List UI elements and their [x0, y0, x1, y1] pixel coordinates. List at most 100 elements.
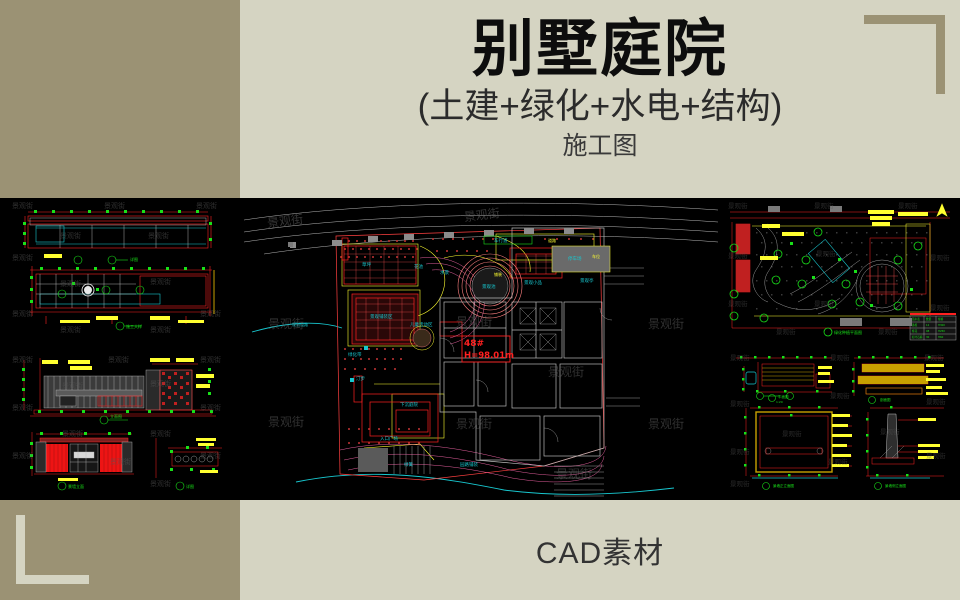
svg-text:景观街: 景观街: [60, 279, 81, 288]
site-plan-drawing: 景观池: [244, 198, 718, 500]
svg-text:H250: H250: [938, 329, 945, 333]
svg-text:儿童活动区: 儿童活动区: [410, 321, 433, 328]
svg-text:水景: 水景: [440, 269, 449, 276]
svg-text:景观街: 景观街: [880, 427, 900, 436]
svg-text:景观街: 景观街: [814, 299, 834, 308]
svg-text:H300: H300: [938, 323, 945, 327]
svg-text:景观街: 景观街: [108, 355, 129, 364]
cad-panel-top-right[interactable]: 绿化种植平面图 乔木常绿灌木: [720, 198, 960, 344]
svg-text:详图: 详图: [186, 483, 194, 489]
svg-text:红叶石楠: 红叶石楠: [912, 335, 923, 339]
cad-panel-bottom-right[interactable]: 平面图 1:20: [720, 346, 960, 500]
svg-text:草坪: 草坪: [362, 261, 371, 268]
svg-text:景观街: 景观街: [728, 201, 748, 210]
svg-text:铺装: 铺装: [494, 271, 502, 277]
svg-text:景观街: 景观街: [150, 379, 171, 388]
svg-text:景观街: 景观街: [930, 303, 950, 312]
svg-text:绿篱: 绿篱: [404, 461, 413, 468]
svg-text:景观街: 景观街: [60, 231, 81, 240]
svg-text:08: 08: [926, 329, 930, 333]
svg-text:景观街: 景观街: [548, 365, 584, 379]
corner-bracket-top-right-icon: [864, 15, 945, 94]
cad-panel-center-site-plan[interactable]: 景观池: [244, 198, 718, 500]
facade-elevation-drawing: 立面图: [0, 346, 242, 500]
svg-text:景观街: 景观街: [730, 353, 750, 362]
svg-text:景观小品: 景观小品: [524, 279, 542, 286]
svg-text:花池: 花池: [414, 263, 423, 270]
plan-label-building-no: 48#: [464, 339, 484, 349]
svg-text:规划道路: 规划道路: [292, 321, 308, 327]
svg-text:道路: 道路: [548, 237, 556, 243]
svg-text:规格: 规格: [938, 317, 944, 321]
svg-text:景观街: 景观街: [200, 451, 221, 460]
svg-text:绿化带: 绿化带: [348, 351, 362, 358]
cad-preview-strip: 施工大样 详图 景观街景观街景观街 景观街景观街景观街 景观街景观街 景观街景观…: [0, 198, 960, 500]
svg-text:景观街: 景观街: [648, 317, 684, 331]
footer-band: CAD素材: [0, 500, 960, 600]
svg-text:景观街: 景观街: [150, 277, 171, 286]
svg-text:景观街: 景观街: [12, 355, 33, 364]
svg-text:景观街: 景观街: [924, 353, 944, 362]
svg-text:景观街: 景观街: [926, 397, 946, 406]
svg-text:景观街: 景观街: [930, 253, 950, 262]
svg-text:H60: H60: [938, 335, 944, 339]
svg-text:景观街: 景观街: [730, 479, 750, 488]
svg-text:景观街: 景观街: [150, 325, 171, 334]
footer-accent-block: [0, 500, 240, 600]
svg-text:施工大样: 施工大样: [126, 323, 142, 329]
svg-text:苗木表: 苗木表: [912, 317, 920, 321]
svg-text:景观街: 景观街: [200, 403, 221, 412]
svg-text:景观街: 景观街: [463, 206, 500, 224]
svg-text:详图: 详图: [130, 256, 138, 262]
svg-text:立面图: 立面图: [110, 413, 122, 419]
svg-text:景观街: 景观街: [878, 327, 898, 336]
svg-text:景观街: 景观街: [12, 451, 33, 460]
svg-text:数量: 数量: [926, 317, 932, 321]
svg-text:绿化种植平面图: 绿化种植平面图: [834, 329, 862, 335]
svg-text:景墙侧立面图: 景墙侧立面图: [885, 483, 906, 488]
svg-text:30: 30: [926, 335, 930, 339]
svg-text:景墙正立面图: 景墙正立面图: [773, 483, 794, 488]
cad-panel-bottom-left[interactable]: 立面图: [0, 346, 242, 500]
svg-text:景观街: 景观街: [730, 399, 750, 408]
svg-text:景观街: 景观街: [556, 467, 592, 481]
svg-text:景观池: 景观池: [482, 283, 496, 290]
svg-text:景观街: 景观街: [456, 417, 492, 431]
svg-text:景观街: 景观街: [12, 201, 33, 210]
svg-text:景观铺装区: 景观铺装区: [370, 313, 393, 320]
cad-panel-top-left[interactable]: 施工大样 详图 景观街景观街景观街 景观街景观街景观街 景观街景观街 景观街景观…: [0, 198, 242, 344]
svg-text:景观街: 景观街: [104, 201, 125, 210]
svg-text:景观街: 景观街: [456, 315, 492, 329]
svg-text:景观街: 景观街: [728, 251, 748, 260]
svg-text:景观街: 景观街: [200, 309, 221, 318]
svg-text:汀步: 汀步: [356, 375, 365, 382]
svg-text:车位: 车位: [592, 253, 600, 259]
svg-text:景观街: 景观街: [62, 429, 83, 438]
svg-text:景观街: 景观街: [728, 299, 748, 308]
svg-text:景观街: 景观街: [730, 447, 750, 456]
page-subtitle: (土建+绿化+水电+结构): [417, 86, 783, 126]
header-band: 别墅庭院 (土建+绿化+水电+结构) 施工图: [0, 0, 960, 198]
svg-text:景观街: 景观街: [782, 429, 802, 438]
svg-text:香樟: 香樟: [912, 323, 918, 327]
svg-text:景观街: 景观街: [898, 201, 918, 210]
svg-text:景墙立面: 景墙立面: [68, 483, 84, 489]
footer-caption-wrap: CAD素材: [240, 500, 960, 600]
svg-text:车行道: 车行道: [494, 237, 508, 244]
svg-text:景观街: 景观街: [830, 391, 850, 400]
svg-text:景观街: 景观街: [828, 457, 848, 466]
svg-text:景观街: 景观街: [196, 201, 217, 210]
header-accent-block: [0, 0, 240, 198]
title-group: 别墅庭院 (土建+绿化+水电+结构) 施工图: [240, 0, 960, 198]
svg-text:下沉庭院: 下沉庭院: [400, 401, 418, 408]
page-title: 别墅庭院: [471, 12, 728, 85]
page-subtitle-secondary: 施工图: [562, 132, 638, 161]
svg-text:景观街: 景观街: [12, 253, 33, 262]
svg-text:景观街: 景观街: [266, 212, 303, 230]
svg-text:景观街: 景观街: [830, 353, 850, 362]
svg-text:停车场: 停车场: [568, 255, 582, 262]
svg-text:景观街: 景观街: [12, 309, 33, 318]
svg-text:常绿灌木: 常绿灌木: [782, 231, 796, 236]
svg-text:剖面图: 剖面图: [880, 397, 891, 402]
